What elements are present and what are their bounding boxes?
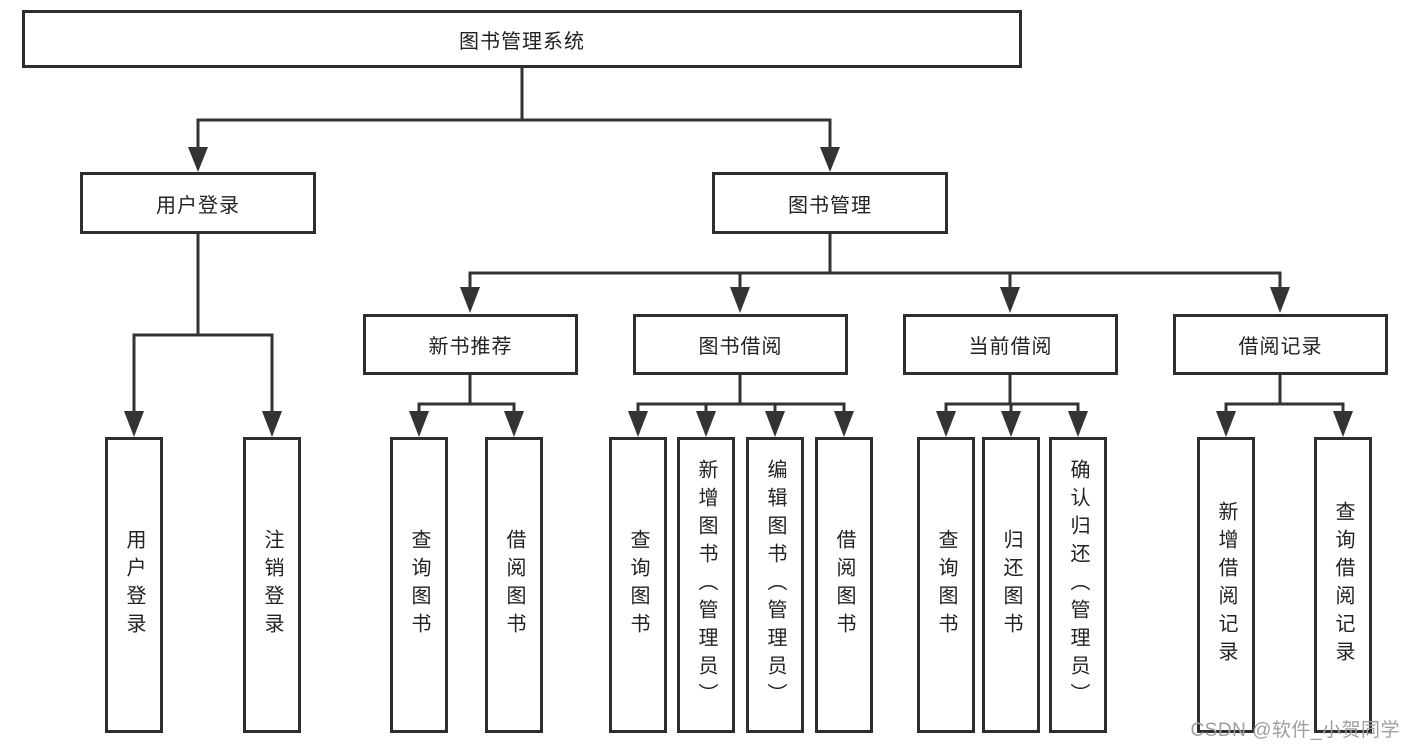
leaf-label: 查询图书 — [408, 529, 430, 641]
leaf-label: 借阅图书 — [503, 529, 525, 641]
node-label: 当前借阅 — [968, 336, 1053, 358]
leaf-label: 编辑图书（管理员） — [764, 459, 786, 711]
leaf-edit-books-admin: 编辑图书（管理员） — [746, 437, 804, 733]
leaf-return-books: 归还图书 — [982, 437, 1040, 733]
node-book-borrowing: 图书借阅 — [633, 314, 848, 375]
node-book-management: 图书管理 — [712, 172, 948, 234]
node-label: 借阅记录 — [1238, 336, 1323, 358]
leaf-borrow-books-recommend: 借阅图书 — [485, 437, 543, 733]
node-label: 用户登录 — [156, 194, 240, 217]
leaf-query-borrow-record: 查询借阅记录 — [1314, 437, 1372, 733]
leaf-add-books-admin: 新增图书（管理员） — [677, 437, 735, 733]
leaf-query-books-recommend: 查询图书 — [390, 437, 448, 733]
leaf-label: 查询借阅记录 — [1332, 501, 1354, 669]
node-label: 新书推荐 — [428, 336, 513, 358]
leaf-label: 注销登录 — [261, 529, 283, 641]
edge-book-management-to-level3 — [468, 232, 1282, 291]
leaf-label: 查询图书 — [627, 529, 649, 641]
leaf-query-books-borrowing: 查询图书 — [609, 437, 667, 733]
arrowheads-borrowing-records — [1216, 411, 1353, 437]
node-new-book-recommendation: 新书推荐 — [363, 314, 578, 375]
leaf-label: 新增图书（管理员） — [695, 459, 717, 711]
edge-user-login-to-leaves — [132, 232, 274, 415]
arrowheads-current-borrowing — [936, 411, 1088, 437]
arrowheads-level3 — [460, 287, 1290, 313]
node-user-login: 用户登录 — [80, 172, 316, 234]
edge-new-book-recommendation-to-leaves — [417, 373, 516, 415]
edge-borrowing-records-to-leaves — [1224, 373, 1345, 415]
node-borrowing-records: 借阅记录 — [1173, 314, 1388, 375]
leaf-label: 用户登录 — [123, 529, 145, 641]
leaf-logout: 注销登录 — [243, 437, 301, 733]
node-label: 图书借阅 — [698, 336, 783, 358]
arrowheads-new-book-recommendation — [409, 411, 524, 437]
leaf-query-books-current: 查询图书 — [917, 437, 975, 733]
leaf-user-login: 用户登录 — [105, 437, 163, 733]
node-label: 图书管理系统 — [459, 30, 585, 53]
node-library-management-system: 图书管理系统 — [22, 10, 1022, 68]
edge-current-borrowing-to-leaves — [944, 373, 1080, 415]
leaf-confirm-return-admin: 确认归还（管理员） — [1049, 437, 1107, 733]
leaf-label: 借阅图书 — [833, 529, 855, 641]
leaf-borrow-books-borrowing: 借阅图书 — [815, 437, 873, 733]
node-current-borrowing: 当前借阅 — [903, 314, 1118, 375]
edge-root-to-level2 — [196, 66, 832, 151]
leaf-add-borrow-record: 新增借阅记录 — [1197, 437, 1255, 733]
arrowheads-book-borrowing — [628, 411, 854, 437]
node-label: 图书管理 — [788, 194, 872, 217]
arrowheads-user-login-leaves — [124, 411, 282, 437]
leaf-label: 新增借阅记录 — [1215, 501, 1237, 669]
leaf-label: 归还图书 — [1000, 529, 1022, 641]
edge-book-borrowing-to-leaves — [636, 373, 846, 415]
arrowheads-level2 — [188, 147, 840, 172]
leaf-label: 查询图书 — [935, 529, 957, 641]
leaf-label: 确认归还（管理员） — [1067, 459, 1089, 711]
